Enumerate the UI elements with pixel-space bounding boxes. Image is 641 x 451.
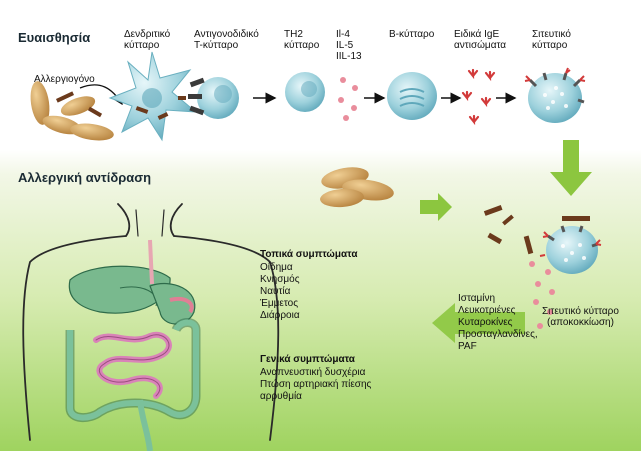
label-allergen: Αλλεργιογόνο [34,74,95,85]
degranulating-mast-cell-icon [523,216,602,329]
label-mediators: Ισταμίνη Λευκοτριένες Κυταροκίνες Προστα… [458,293,538,352]
peanut-allergen-icon [30,81,114,141]
label-b-cell: B-κύτταρο [389,29,435,40]
section-title-sensitization: Ευαισθησία [18,30,91,45]
general-symptoms-list: Αναπνευστική δυσχέρια Πτώση αρτηριακή πί… [260,367,372,402]
b-cell-icon [387,72,437,120]
local-symptoms-title: Τοπικά συμπτώματα [260,249,358,260]
label-th2-cell: TH2 κύτταρο [284,29,320,51]
dendritic-cell-icon [108,51,198,142]
label-mast-cell-degranulation: Σιτευτικό κύτταρο (αποκοκκίωση) [542,306,619,328]
th2-cell-icon [285,72,325,112]
general-symptoms-title: Γενικά συμπτώματα [260,354,355,365]
green-down-arrow [550,140,592,196]
section-title-allergic-reaction: Αλλεργική αντίδραση [18,170,152,185]
local-symptoms-list: Οίδημα Κνησμός Ναυτία Έμμετος Διάρροια [260,262,300,321]
green-right-arrow [420,193,452,221]
interleukin-particles-icon [338,77,358,121]
label-apc-t-cell: Αντιγονοδιδικό T-κύτταρο [194,29,259,51]
apc-t-cell-icon [178,77,239,119]
human-torso-icon [22,203,280,441]
digestive-system-icon [65,239,201,451]
label-mast-cell: Σιτευτικό κύτταρο [532,29,571,51]
label-interleukins: Il-4 IL-5 IIL-13 [336,29,362,62]
allergen-fragments-icon [483,205,514,245]
green-left-arrow [432,303,525,343]
peanut-reaction-icon [320,167,394,208]
label-ige: Ειδικά IgE αντισώματα [454,29,507,51]
mast-cell-icon [524,67,586,123]
ige-antibody-icon [461,68,496,126]
label-dendritic-cell: Δενδριτικό κύτταρο [124,29,171,51]
